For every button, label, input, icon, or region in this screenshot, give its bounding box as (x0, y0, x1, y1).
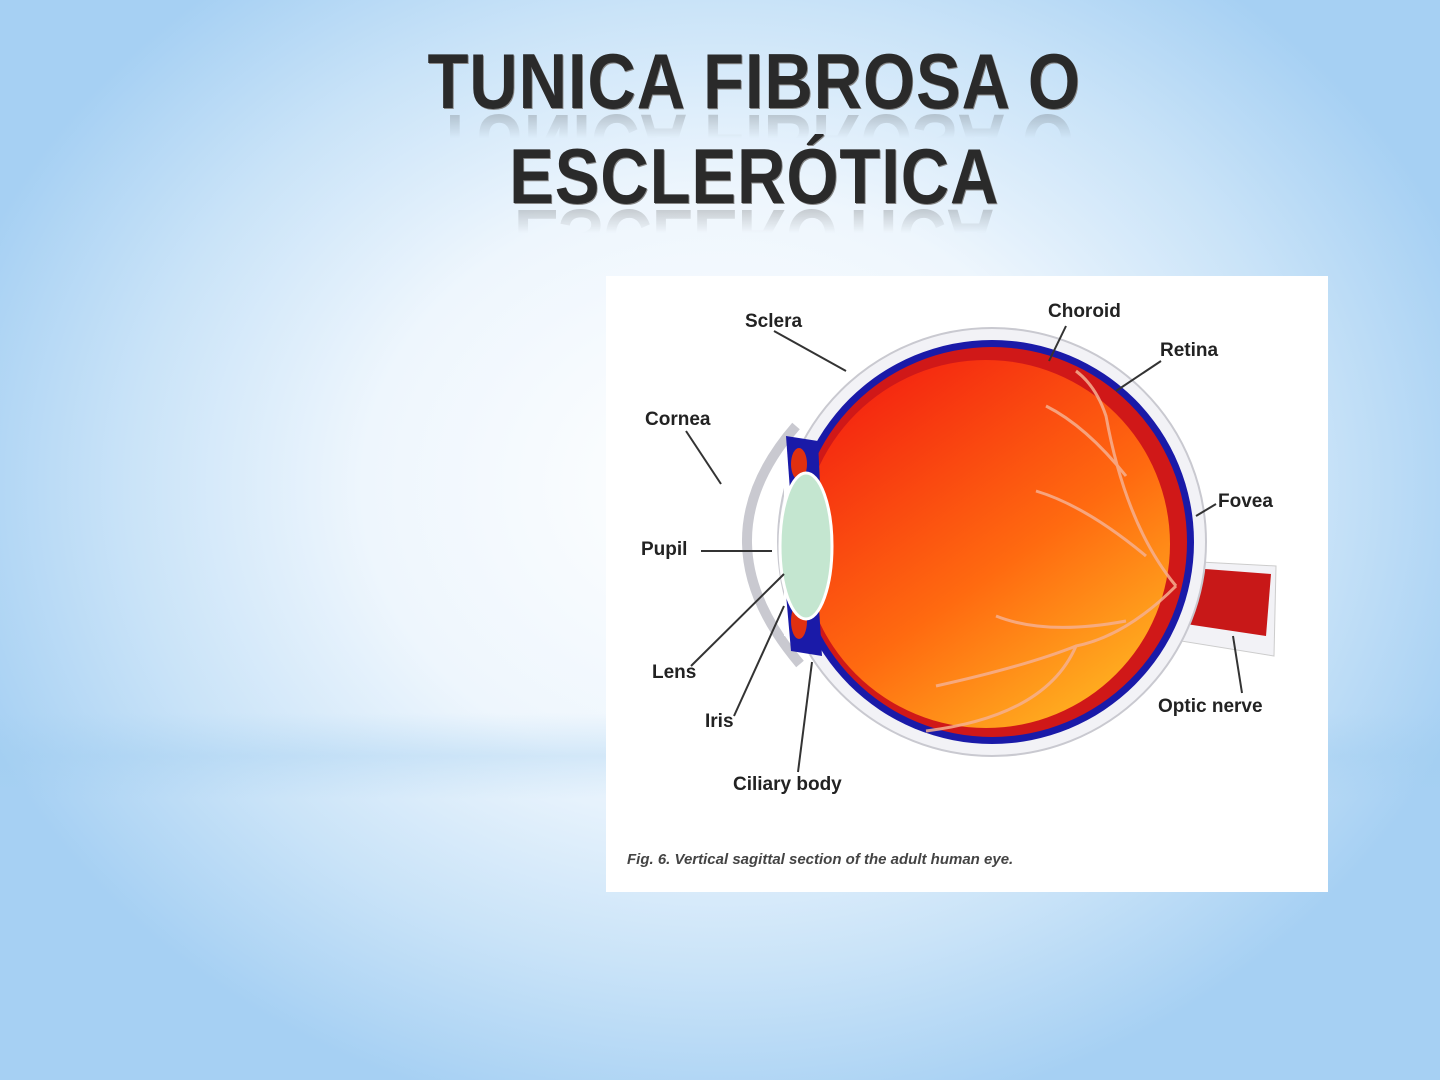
label-retina: Retina (1160, 340, 1219, 361)
label-pupil: Pupil (641, 539, 688, 560)
label-ciliary-body: Ciliary body (733, 774, 842, 795)
retinal-vessels (925, 369, 1178, 733)
eye-diagram: Sclera Choroid Retina Cornea Fovea Pupil… (606, 276, 1328, 892)
label-lens: Lens (652, 662, 697, 683)
label-cornea: Cornea (645, 409, 711, 430)
slide-title-line-2: ESCLERÓTICA (509, 132, 1000, 220)
label-iris: Iris (705, 711, 734, 732)
slide-title-line-1: TUNICA FIBROSA O (427, 37, 1081, 125)
label-choroid: Choroid (1048, 301, 1121, 322)
label-optic-nerve: Optic nerve (1158, 696, 1263, 717)
leader-lines (685, 325, 1243, 773)
vitreous (802, 360, 1170, 728)
label-fovea: Fovea (1218, 491, 1273, 512)
title-reflection-2: ESCLERÓTICA (513, 198, 995, 276)
eye-illustration (685, 325, 1277, 773)
label-sclera: Sclera (745, 311, 803, 332)
figure-caption: Fig. 6. Vertical sagittal section of the… (627, 851, 1014, 868)
lens (778, 471, 834, 621)
